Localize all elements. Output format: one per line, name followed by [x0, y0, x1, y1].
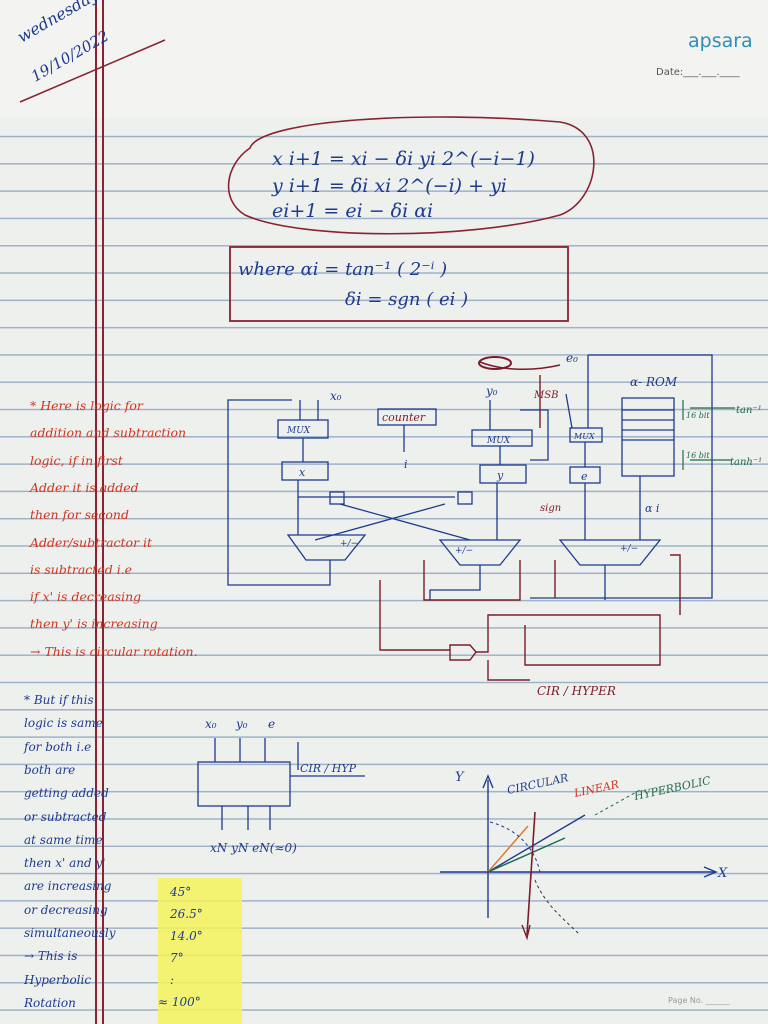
angle-item: 14.0° [170, 929, 203, 943]
graph-y-axis-label: Y [455, 770, 465, 785]
note1-line: * Here is logic for [30, 398, 143, 413]
adder-e-sign: +/− [620, 544, 638, 554]
angle-item: : [170, 973, 175, 987]
counter-label: counter [382, 411, 426, 424]
page-number-label: Page No. ______ [668, 996, 730, 1005]
mux-y-label: MUX [486, 436, 511, 446]
note2-line: then x' and y' [24, 856, 106, 871]
tanh-inverse-label: tanh⁻¹ [730, 457, 762, 468]
alpha-i-label: α i [645, 502, 659, 515]
date-field-label: Date:___.___.____ [656, 67, 740, 78]
adder-x-sign: +/− [340, 539, 358, 549]
cir-hyper-label: CIR / HYPER [537, 684, 616, 698]
shift-y-label: y [496, 469, 504, 482]
note1-line: Adder it is added [30, 479, 139, 495]
block-in-x: x₀ [205, 717, 217, 731]
margin-line-right [102, 0, 104, 1024]
angle-highlight [158, 878, 242, 1024]
graph-circular-label: CIRCULAR [506, 771, 570, 797]
note2-line: or decreasing [24, 902, 108, 917]
note1-line: then for second [30, 507, 129, 523]
equation-x: x i+1 = xi − δi yi 2^(−i−1) [272, 148, 535, 170]
note1-line: addition and subtraction [30, 425, 187, 441]
input-e0-label: e₀ [566, 351, 578, 365]
where-line-2: δi = sgn ( ei ) [345, 289, 468, 310]
graph-hyperbolic-label: HYPERBOLIC [632, 774, 712, 803]
note1-line: logic, if in first [30, 452, 123, 468]
brand-logo: apsara [688, 30, 753, 52]
note1-line: then y' is increasing [30, 616, 158, 632]
note2-line: for both i.e [24, 739, 92, 754]
msb-label: MSB [533, 390, 558, 401]
counter-value: i [404, 458, 408, 471]
note1-line: if x' is decreasing [30, 589, 142, 605]
rom-bits-b: 16 bit [686, 451, 710, 460]
input-y0-label: y₀ [485, 384, 498, 398]
angle-item: 7° [170, 951, 184, 965]
angle-item: 45° [170, 885, 192, 899]
angle-item: 26.5° [170, 907, 203, 921]
note1-line: → This is circular rotation. [30, 643, 198, 659]
note2-line: → This is [24, 949, 78, 964]
mux-e-label: MUX [573, 432, 595, 441]
page-header-area [0, 0, 768, 118]
angle-item: ≈ 100° [158, 995, 201, 1009]
margin-line-left [95, 0, 97, 1024]
e-register-label: e [581, 470, 588, 483]
adder-y-sign: +/− [455, 546, 473, 556]
block-in-e: e [268, 717, 275, 731]
note2-line: logic is same [24, 716, 103, 731]
note2-line: Hyperbolic [24, 972, 92, 987]
block-in-y: y₀ [235, 717, 248, 731]
sign-label: sign [540, 503, 561, 514]
note2-line: at same time [24, 832, 103, 847]
block-mode-label: CIR / HYP [300, 762, 357, 775]
shift-x-label: x [299, 466, 306, 479]
note2-line: getting added [24, 786, 109, 801]
graph-x-axis-label: X [717, 866, 728, 881]
input-x0-label: x₀ [330, 389, 342, 403]
rom-bits-a: 16 bit [686, 411, 710, 420]
equation-y: y i+1 = δi xi 2^(−i) + yi [271, 175, 507, 197]
equation-e: ei+1 = ei − δi αi [272, 200, 433, 222]
note1-line: Adder/subtractor it [30, 534, 153, 550]
note2-line: or subtracted [24, 809, 107, 824]
note2-line: are increasing [24, 879, 112, 894]
mux-x-label: MUX [286, 426, 311, 436]
alpha-rom-label: α- ROM [630, 375, 678, 389]
note1-line: is subtracted i.e [30, 561, 133, 577]
graph-linear-label: LINEAR [572, 778, 620, 800]
where-line-1: where αi = tan⁻¹ ( 2⁻ⁱ ) [238, 259, 447, 280]
note2-line: both are [24, 762, 76, 777]
note2-line: * But if this [24, 693, 94, 707]
tan-inverse-label: tan⁻¹ [736, 405, 762, 416]
note2-line: simultaneously [24, 926, 116, 940]
note2-line: Rotation [24, 995, 76, 1010]
block-out-label: xN yN eN(≈0) [210, 841, 297, 855]
